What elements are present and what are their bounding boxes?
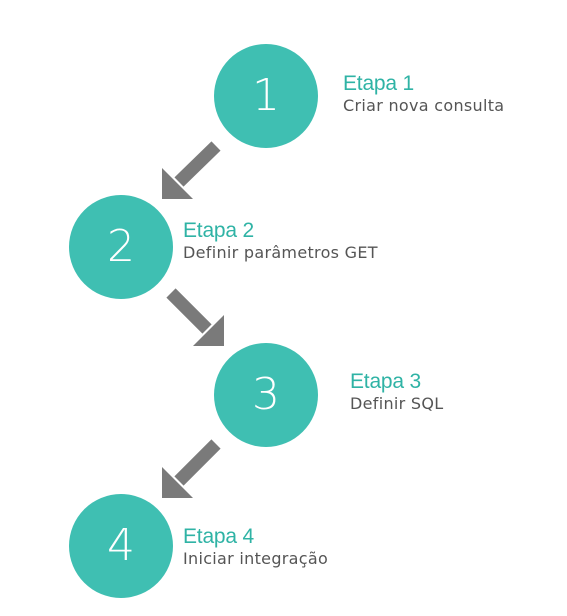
step-1-circle: 1: [214, 44, 318, 148]
step-3-title: Etapa 3: [350, 370, 421, 393]
step-3-circle: 3: [214, 343, 318, 447]
step-2-number: 2: [107, 221, 135, 272]
step-3-number: 3: [252, 369, 280, 420]
step-2-circle: 2: [69, 195, 173, 299]
arrow-down-right-icon: [166, 288, 224, 346]
step-2-label: Etapa 2 Definir parâmetros GET: [183, 219, 378, 263]
arrow-down-left-icon: [162, 141, 221, 199]
step-4-number: 4: [107, 520, 135, 571]
step-2-description: Definir parâmetros GET: [183, 243, 378, 262]
step-1-label: Etapa 1 Criar nova consulta: [343, 72, 504, 116]
step-1-number: 1: [252, 70, 280, 121]
step-4-label: Etapa 4 Iniciar integração: [183, 525, 328, 569]
step-3-label: Etapa 3 Definir SQL: [350, 370, 443, 414]
step-4-circle: 4: [69, 494, 173, 598]
arrow-down-left-icon: [162, 439, 221, 498]
step-1-description: Criar nova consulta: [343, 96, 505, 115]
step-1-title: Etapa 1: [343, 72, 414, 95]
step-4-title: Etapa 4: [183, 525, 254, 548]
step-3-description: Definir SQL: [350, 394, 444, 413]
step-2-title: Etapa 2: [183, 219, 254, 242]
step-4-description: Iniciar integração: [183, 549, 329, 568]
